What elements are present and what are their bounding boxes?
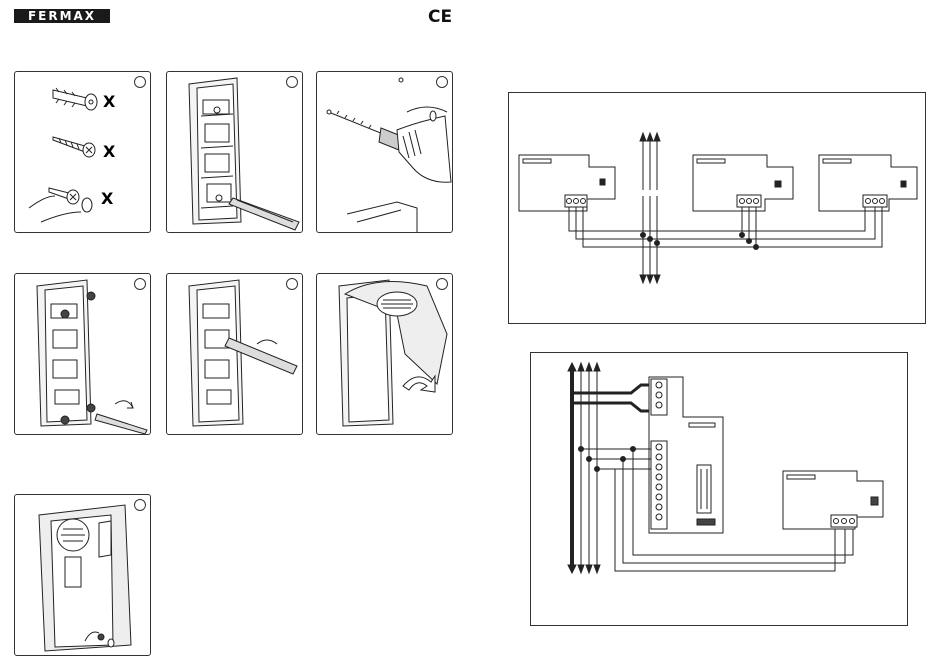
- monitor-closed-illustration: [15, 495, 150, 655]
- wiring-diagram-bottom: [530, 352, 908, 626]
- step-7-panel: [14, 494, 151, 656]
- step-1-panel: X X X: [14, 71, 151, 233]
- x-mark: X: [101, 189, 114, 208]
- step-4-panel: [14, 273, 151, 435]
- x-mark: X: [103, 92, 116, 111]
- handset-attach-illustration: [317, 274, 452, 434]
- screws-illustration: X X X: [15, 72, 150, 232]
- mounting-screws-illustration: [15, 274, 150, 434]
- step-6-panel: [316, 273, 453, 435]
- bus-wiring-svg: [509, 93, 925, 323]
- unit-label: [697, 159, 725, 163]
- backplate-illustration: [167, 72, 302, 232]
- step-5-panel: [166, 273, 303, 435]
- wiring-diagram-top: [508, 92, 926, 324]
- fermax-logo: FERMAX: [14, 9, 110, 23]
- unit-label: [823, 159, 851, 163]
- wiring-screwdriver-illustration: [167, 274, 302, 434]
- step-3-panel: [316, 71, 453, 233]
- drill-illustration: [317, 72, 452, 232]
- unit-label: [523, 159, 551, 163]
- ce-mark: CE: [428, 7, 452, 27]
- x-mark: X: [103, 142, 116, 161]
- distributor-wiring-svg: [531, 353, 907, 625]
- step-2-panel: [166, 71, 303, 233]
